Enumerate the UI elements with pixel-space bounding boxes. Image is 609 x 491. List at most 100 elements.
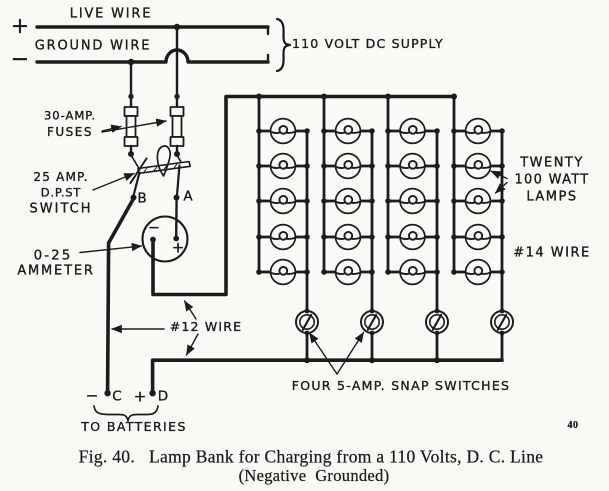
junction-dot — [385, 93, 391, 100]
heavy-wires — [104, 94, 504, 397]
junction-dot — [304, 234, 310, 240]
switch-handle-loop — [156, 145, 172, 177]
lamp-filament — [350, 130, 362, 134]
lamp-filament — [334, 130, 346, 134]
lamp-symbol — [334, 152, 362, 180]
lamp-symbol — [399, 117, 426, 145]
junction-dot — [385, 198, 391, 204]
lamp-symbol — [464, 117, 492, 145]
junction-dot — [369, 128, 375, 134]
lamp-filament-loop — [278, 159, 289, 170]
fuses-arrow — [101, 124, 122, 133]
lamp-filament — [480, 236, 492, 240]
lamp-symbol — [399, 152, 426, 180]
lamps-arrow — [494, 181, 508, 194]
junction-dot — [304, 330, 310, 336]
junction-dot — [451, 198, 457, 204]
junction-dot — [369, 357, 375, 364]
junction-dot — [256, 234, 262, 240]
supply-label: 110 VOLT DC SUPPLY — [292, 35, 444, 51]
switch-arrow — [92, 172, 135, 191]
lamp-filament — [415, 271, 426, 275]
junction-dot — [451, 128, 457, 134]
junction-dot — [499, 308, 505, 314]
lamp-filament-loop — [278, 124, 289, 135]
lamps-label-line3: LAMPS — [526, 189, 578, 205]
lamp-filament — [269, 130, 281, 134]
junction-dot — [499, 128, 505, 134]
page-number: 40 — [567, 420, 579, 431]
ammeter-plus-sign: + — [171, 238, 185, 257]
lamp-filament — [480, 200, 492, 204]
to-batteries-label: TO BATTERIES — [81, 418, 187, 434]
lamp-filament — [415, 236, 426, 240]
lamp-filament — [399, 236, 410, 240]
lamp-filament — [415, 130, 426, 134]
wire14-label: #14 WIRE — [513, 245, 591, 261]
lamp-symbol — [464, 187, 492, 215]
lamp-symbol — [269, 258, 297, 286]
junction-dot — [499, 269, 505, 275]
junction-dot — [369, 234, 375, 240]
lamp-filament-loop — [473, 159, 484, 170]
lamp-filament — [464, 165, 476, 169]
snap-switches-label: FOUR 5-AMP. SNAP SWITCHES — [291, 377, 511, 393]
lamp-symbol — [334, 187, 362, 215]
junction-dot — [434, 163, 440, 169]
junction-dot — [321, 93, 327, 100]
lamp-filament — [464, 271, 476, 275]
junction-dot — [385, 234, 391, 240]
lamp-filament-loop — [407, 124, 418, 135]
wire12-label: #12 WIRE — [169, 318, 243, 334]
junction-dot — [369, 330, 375, 336]
junction-dot — [304, 128, 310, 134]
junction-dot — [369, 308, 375, 314]
junction-dot — [451, 269, 457, 275]
lamp-filament-loop — [278, 230, 289, 241]
lamp-filament — [334, 236, 346, 240]
terminal-b-label: B — [137, 190, 147, 207]
lamp-filament — [285, 200, 297, 204]
lamp-filament-loop — [473, 265, 484, 276]
lamp-symbol — [269, 223, 297, 251]
fuses-label-line1: 30-AMP. — [43, 108, 97, 123]
lamp-filament — [334, 165, 346, 169]
lamp-filament — [464, 130, 476, 134]
junction-dot — [499, 234, 505, 240]
fuse-symbol — [169, 106, 185, 147]
junction-dot — [256, 93, 262, 100]
supply-brace — [275, 17, 292, 73]
junction-dot — [304, 308, 310, 314]
junction-dot — [434, 234, 440, 240]
lamp-filament — [285, 130, 297, 134]
junction-dot — [434, 330, 440, 336]
snap-switch-handle — [431, 313, 443, 331]
terminal-a-dot — [173, 194, 180, 201]
lamp-filament — [480, 165, 492, 169]
wire12-arrow — [185, 333, 199, 356]
snap-switch-handle — [301, 313, 313, 331]
lamp-filament-loop — [473, 194, 484, 205]
lamp-symbol — [399, 187, 426, 215]
snap-switch-inner — [298, 313, 315, 330]
terminal-d-label: D — [157, 388, 169, 405]
junction-dot — [434, 357, 440, 364]
batteries-brace — [93, 405, 159, 422]
caption-line2: (Negative Grounded) — [238, 465, 390, 485]
junction-dot — [256, 198, 262, 204]
junction-dot — [385, 163, 391, 169]
junction-dot — [434, 198, 440, 204]
lamp-filament-loop — [343, 124, 354, 135]
lamp-symbol — [334, 117, 362, 145]
junction-dot — [369, 269, 375, 275]
ground-polarity-sign: − — [10, 47, 30, 72]
lamp-symbol — [269, 117, 297, 145]
lamp-symbol — [399, 258, 426, 286]
junction-dot — [451, 163, 457, 169]
snap-switch-handle — [366, 313, 378, 331]
terminal-a-label: A — [183, 188, 193, 205]
lamp-filament — [415, 200, 426, 204]
lamp-filament-loop — [343, 230, 354, 241]
